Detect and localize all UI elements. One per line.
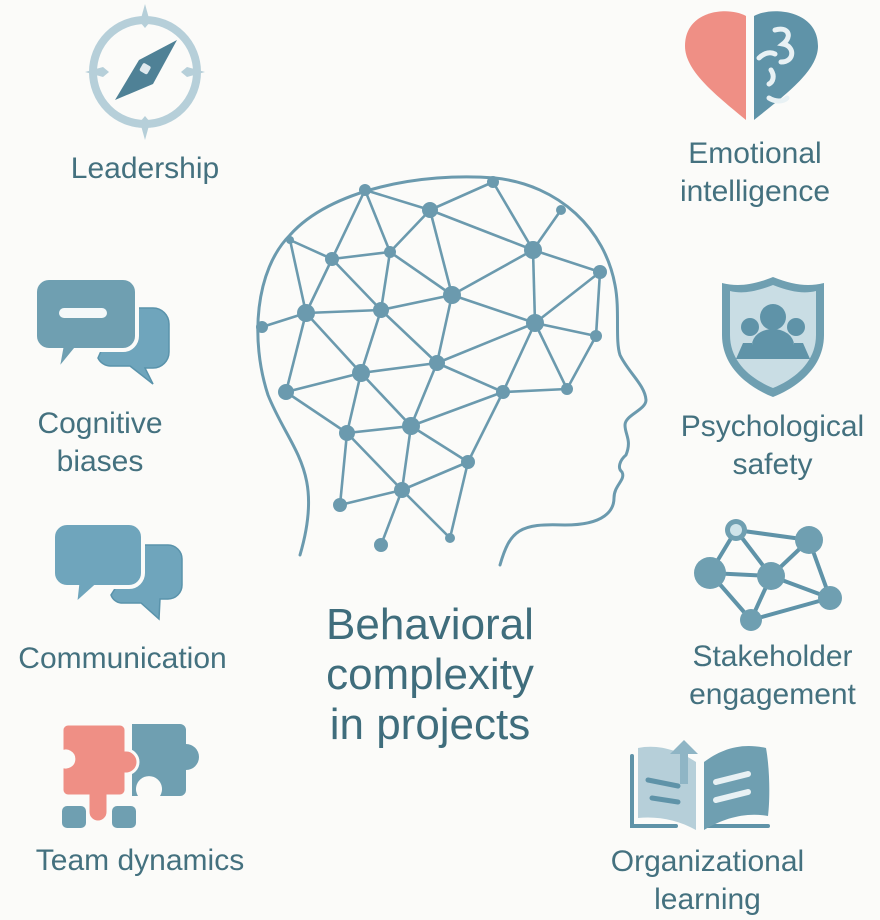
- label-line: Emotional: [688, 137, 822, 170]
- speech-bubbles-icon: [51, 521, 183, 621]
- topic-label-cognitive-biases: Cognitive biases: [0, 405, 200, 481]
- topic-label-team-dynamics: Team dynamics: [10, 842, 270, 880]
- topic-label-organizational-learning: Organizational learning: [590, 843, 825, 919]
- label-line: Leadership: [70, 152, 220, 185]
- label-line: safety: [732, 448, 813, 481]
- topic-label-stakeholder-engagement: Stakeholder engagement: [665, 638, 880, 714]
- open-book-arrow-icon: [630, 740, 770, 830]
- label-line: biases: [56, 445, 144, 478]
- central-title: Behavioral complexity in projects: [290, 600, 570, 750]
- topic-label-emotional-intelligence: Emotional intelligence: [650, 135, 860, 211]
- label-line: Organizational: [610, 845, 805, 878]
- title-line-2: complexity: [326, 650, 534, 699]
- label-line: Team dynamics: [35, 844, 245, 877]
- heart-brain-icon: [685, 11, 818, 121]
- title-line-1: Behavioral: [326, 600, 534, 649]
- topic-label-communication: Communication: [0, 640, 245, 678]
- label-line: Communication: [18, 642, 227, 675]
- network-nodes-icon: [694, 519, 842, 631]
- compass-icon: [85, 4, 205, 140]
- label-line: Psychological: [680, 410, 865, 443]
- label-line: intelligence: [679, 175, 831, 208]
- topic-label-psychological-safety: Psychological safety: [665, 408, 880, 484]
- label-line: engagement: [689, 678, 856, 711]
- label-line: Cognitive: [37, 407, 163, 440]
- topic-label-leadership: Leadership: [30, 150, 260, 188]
- shield-people-icon: [722, 277, 824, 397]
- label-line: learning: [654, 883, 761, 916]
- title-line-3: in projects: [329, 700, 531, 749]
- speech-bubbles-minus-icon: [33, 276, 170, 385]
- puzzle-pieces-icon: [60, 722, 199, 828]
- label-line: Stakeholder: [692, 640, 853, 673]
